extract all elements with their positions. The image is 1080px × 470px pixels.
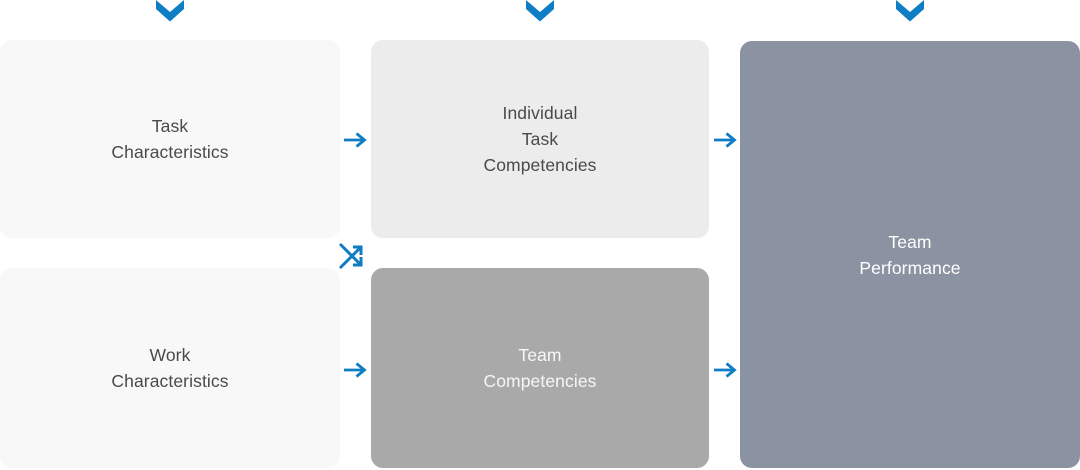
label-line: Individual xyxy=(502,103,578,123)
chevron-down-icon xyxy=(895,0,925,22)
label-line: Competencies xyxy=(483,155,597,175)
box-task-characteristics: Task Characteristics xyxy=(0,40,340,238)
label-line: Task xyxy=(521,129,559,149)
box-team-performance: Team Performance xyxy=(740,41,1080,468)
label-line: Competencies xyxy=(483,371,597,391)
label-line: Characteristics xyxy=(111,142,229,162)
arrow-right-icon xyxy=(713,361,737,379)
label-line: Work xyxy=(149,345,191,365)
arrow-right-icon xyxy=(713,131,737,149)
box-work-characteristics: Work Characteristics xyxy=(0,268,340,468)
box-team-performance-label: Team Performance xyxy=(859,229,960,281)
chevron-down-icon xyxy=(155,0,185,22)
box-individual-task-competencies-label: Individual Task Competencies xyxy=(483,100,596,178)
label-line: Team xyxy=(888,231,932,252)
arrow-right-icon xyxy=(343,361,367,379)
crossing-arrows-icon xyxy=(337,240,365,272)
label-line: Performance xyxy=(859,257,961,278)
label-line: Task xyxy=(151,116,189,136)
label-line: Team xyxy=(518,345,562,365)
chevron-down-icon xyxy=(525,0,555,22)
box-team-competencies: Team Competencies xyxy=(371,268,709,468)
box-task-characteristics-label: Task Characteristics xyxy=(111,113,228,165)
box-work-characteristics-label: Work Characteristics xyxy=(111,342,228,394)
box-team-competencies-label: Team Competencies xyxy=(483,342,596,394)
box-individual-task-competencies: Individual Task Competencies xyxy=(371,40,709,238)
arrow-right-icon xyxy=(343,131,367,149)
label-line: Characteristics xyxy=(111,371,229,391)
